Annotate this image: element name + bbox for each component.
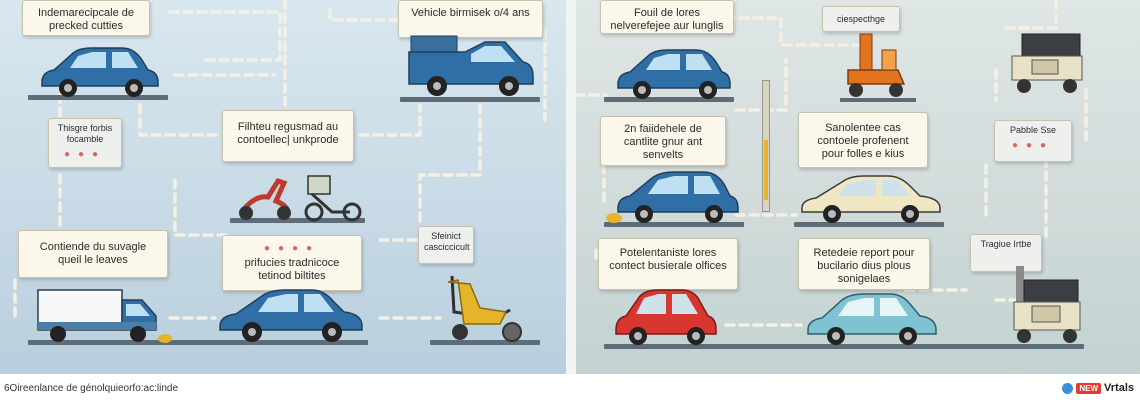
- callout-text: ciespecthge: [836, 14, 886, 24]
- callout-text: Thisgre forbis focamble: [57, 123, 113, 144]
- callout-box: 2n faiidehele de cantlite gnur ant senve…: [600, 116, 726, 166]
- status-dots: ●●●: [63, 149, 107, 160]
- callout-text: Contiende du suvagle queil le leaves: [39, 241, 147, 266]
- callout-box: Thisgre forbis focamble ●●●: [48, 118, 122, 168]
- hazard-marker: [606, 213, 622, 223]
- callout-text: Fouil de lores nelverefejee aur lunglis: [610, 7, 724, 32]
- logo-badge: NEW: [1076, 382, 1102, 394]
- road-shelf: [230, 218, 365, 223]
- hazard-marker: [158, 334, 172, 343]
- road-shelf: [604, 222, 744, 227]
- callout-box: ●●●● prifucies tradnicoce tetinod biltit…: [222, 235, 362, 291]
- utility-cart-icon: [1011, 33, 1083, 93]
- forklift-icon: [840, 33, 916, 102]
- right-diagram-panel: Fouil de lores nelverefejee aur lunglis …: [576, 0, 1140, 374]
- callout-text: Pabble Sse: [1009, 125, 1057, 135]
- callout-text: Retedeie report pour bucilario dius plou…: [813, 247, 915, 285]
- red-car-icon: [615, 289, 717, 345]
- callout-box: Contiende du suvagle queil le leaves: [18, 230, 168, 278]
- delivery-robot-icon: [1013, 266, 1081, 343]
- road-shelf: [794, 222, 944, 227]
- blue-suv-icon: [408, 35, 534, 96]
- footer-bar: 6Oireenlance de génolquieorfo:ac:linde N…: [0, 374, 1140, 400]
- callout-box: Potelentaniste lores contect busierale o…: [598, 238, 738, 290]
- callout-box: Filhteu regusmad au contoellec| unkprode: [222, 110, 354, 162]
- blue-sedan-icon: [219, 289, 363, 342]
- callout-text: Vehicle birmisek o/4 ans: [411, 7, 530, 19]
- callout-text: Sfeinict casciccicult: [424, 231, 470, 252]
- cream-sedan-icon: [801, 175, 941, 223]
- image-caption: 6Oireenlance de génolquieorfo:ac:linde: [4, 383, 179, 394]
- white-van-icon: [37, 289, 157, 342]
- callout-box: Sfeinict casciccicult: [418, 226, 474, 264]
- red-scooter-icon: [239, 178, 291, 220]
- callout-box: Indemarecipcale de precked cutties: [22, 0, 150, 36]
- status-dots: ●●●: [1011, 140, 1055, 151]
- callout-box: Vehicle birmisek o/4 ans: [398, 0, 543, 38]
- brand-logo: NEW Vrtals: [1062, 380, 1134, 396]
- road-shelf: [604, 344, 1084, 349]
- callout-box: Fouil de lores nelverefejee aur lunglis: [600, 0, 734, 34]
- road-shelf: [28, 340, 368, 345]
- blue-car-icon: [617, 49, 731, 99]
- road-shelf: [28, 95, 168, 100]
- blue-hatchback-icon: [617, 171, 739, 223]
- logo-text: Vrtals: [1104, 382, 1134, 394]
- callout-box: Tragiue Irtbe: [970, 234, 1042, 272]
- logo-mark-icon: [1062, 382, 1074, 394]
- callout-text: Sanolentee cas contoele profenent pour f…: [817, 122, 909, 160]
- callout-box: Retedeie report pour bucilario dius plou…: [798, 238, 930, 290]
- callout-text: Filhteu regusmad au contoellec| unkprode: [237, 121, 339, 146]
- panel-divider: [566, 0, 576, 374]
- callout-box: Sanolentee cas contoele profenent pour f…: [798, 112, 928, 168]
- callout-text: 2n faiidehele de cantlite gnur ant senve…: [623, 123, 703, 161]
- left-diagram-panel: Indemarecipcale de precked cutties Vehic…: [0, 0, 566, 374]
- callout-text: Potelentaniste lores contect busierale o…: [609, 247, 727, 272]
- callout-box: ciespecthge: [822, 6, 900, 32]
- signal-pole-band: [764, 140, 768, 200]
- blue-car-icon: [41, 47, 159, 97]
- callout-text: Tragiue Irtbe: [980, 239, 1032, 249]
- callout-box: Pabble Sse ●●●: [994, 120, 1072, 162]
- teal-car-icon: [807, 293, 937, 345]
- callout-text: prifucies tradnicoce tetinod biltites: [244, 257, 340, 282]
- road-shelf: [604, 97, 734, 102]
- road-shelf: [430, 340, 540, 345]
- callout-text: Indemarecipcale de precked cutties: [37, 7, 134, 32]
- road-shelf: [400, 97, 540, 102]
- status-dots: ●●●●: [263, 243, 321, 254]
- yellow-scooter-icon: [447, 275, 522, 342]
- mobility-scooter-icon: [304, 175, 362, 222]
